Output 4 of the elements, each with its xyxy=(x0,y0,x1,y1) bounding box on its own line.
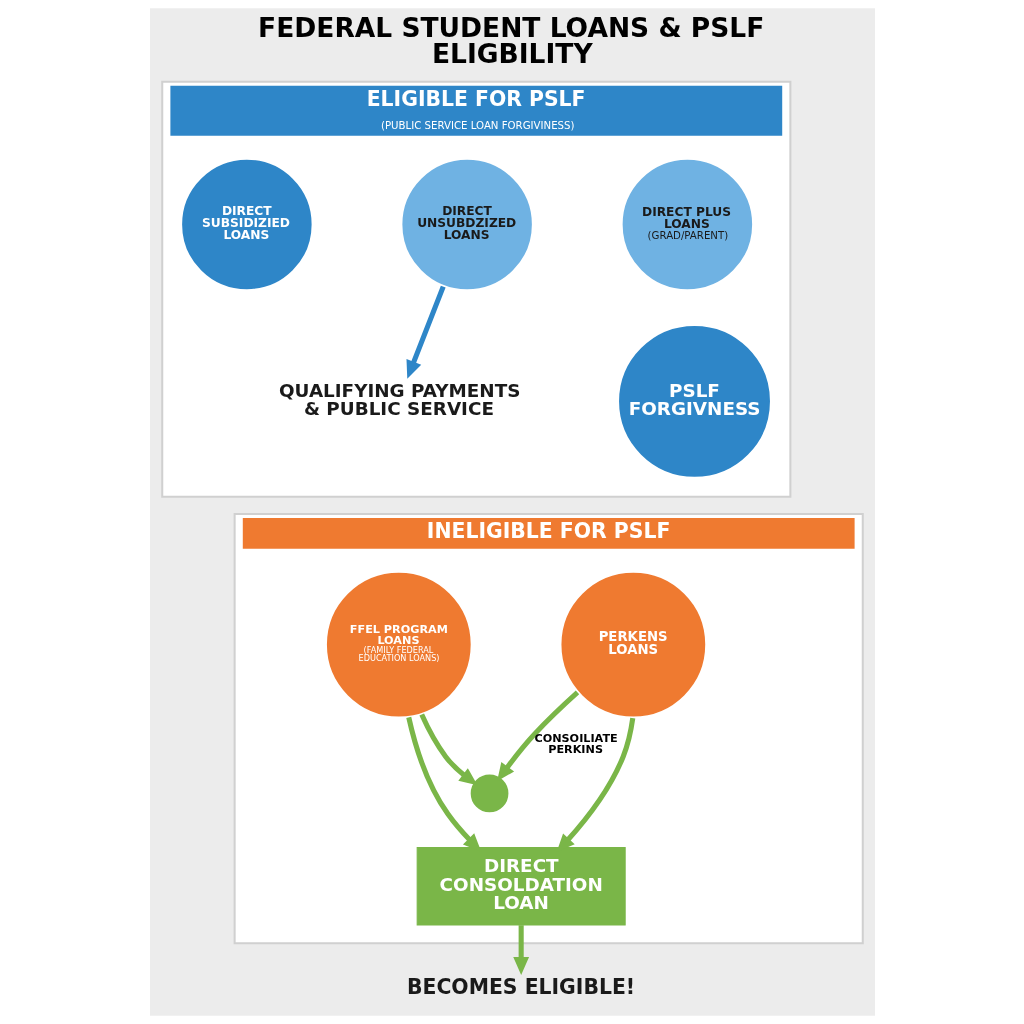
edge-label: CONSOILIATE PERKINS xyxy=(533,732,618,757)
diagram-title: FEDERAL STUDENT LOANS & PSLF ELIGBILITY xyxy=(257,11,764,70)
node-text: QUALIFYING PAYMENTS & PUBLIC SERVICE xyxy=(278,379,520,420)
node-text: BECOMES ELIGIBLE! xyxy=(406,975,635,1000)
